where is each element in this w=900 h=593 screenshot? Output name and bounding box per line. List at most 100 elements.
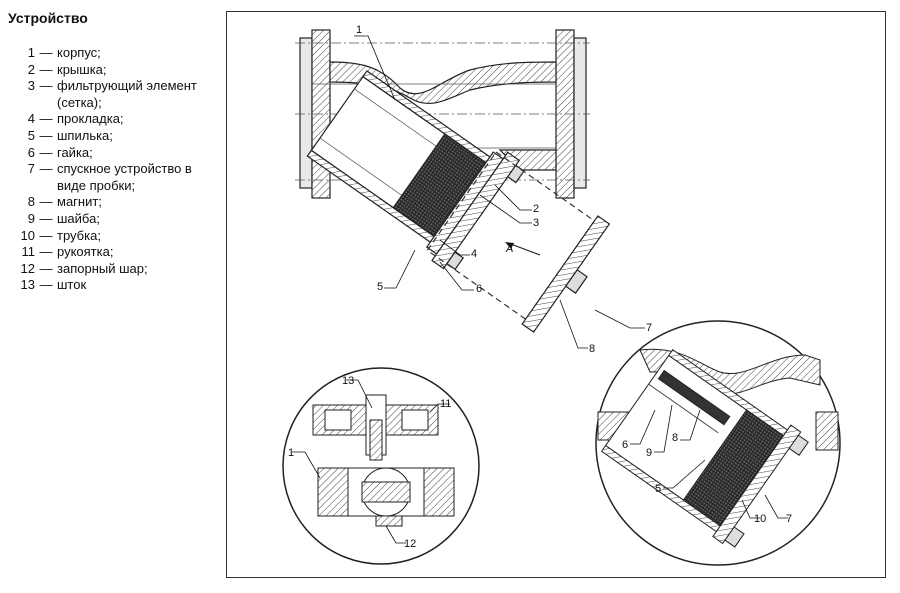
legend-dash: — [39,78,53,94]
detail-callout-6: 6 [622,439,628,451]
legend-dash: — [39,161,53,177]
legend-dash: — [39,111,53,127]
handle-cutout-right [401,409,429,431]
legend-number: 6 [27,144,35,160]
legend-number: 7 [27,161,35,177]
legend-number: 5 [27,127,35,143]
view-arrow-head [505,242,514,249]
legend-number: 3 [27,78,35,94]
valve-body-right [423,467,455,517]
magnet-cover [712,424,802,545]
legend-item: 10—трубка; [8,228,223,245]
legend-number: 1 [27,45,35,60]
drawing-frame [226,11,886,578]
legend-text: магнит; [57,194,102,210]
magnet-leg [600,349,809,548]
callout-8: 8 [589,343,595,355]
legend-text: шток [57,277,87,293]
magnet-flange-right [815,411,839,451]
legend-dash: — [39,45,53,60]
leader-3 [479,194,532,224]
legend-item: 11—рукоятка; [8,244,223,261]
legend-item: 3—фильтрующий элемент (сетка); [8,78,223,111]
legend-text: трубка; [57,227,101,243]
detail-callout-8: 8 [672,432,678,444]
leader-5-detail [663,459,706,489]
legend-item: 4—прокладка; [8,111,223,128]
legend-number: 10 [20,227,35,243]
valve-callout-12: 12 [404,538,416,550]
detail-callout-7: 7 [786,513,792,525]
leader-7 [594,309,645,329]
leader-7-detail [764,494,788,519]
legend-number: 9 [27,210,35,226]
legend-number: 12 [20,260,35,276]
body-top-wall [329,61,557,105]
legend-dash: — [39,144,53,160]
callout-5: 5 [377,281,383,293]
leader-9 [654,404,673,453]
legend-item: 7—спускное устройство в виде пробки; [8,161,223,194]
leader-8-detail [680,409,701,441]
left-flange [299,37,313,189]
legend-dash: — [39,260,53,276]
leader-6 [439,261,474,291]
y-strainer-section [295,29,611,333]
leader-1-valve [292,451,321,479]
valve-callout-1: 1 [288,447,294,459]
magnet-bar [657,369,731,426]
legend-dash: — [39,210,53,226]
magnet-tube [648,383,719,434]
leader-2 [494,184,532,211]
magnet-stud-top [788,434,809,456]
legend-item: 6—гайка; [8,145,223,162]
legend-text: гайка; [57,144,93,160]
leader-5 [384,249,416,289]
valve-callout-13: 13 [342,375,354,387]
legend-number: 4 [27,111,35,127]
legend-dash: — [39,194,53,210]
legend-dash: — [39,127,53,143]
page-title: Устройство [8,10,88,26]
handle-cutout-left [324,409,352,431]
drain-plug [564,269,588,294]
magnet-stud-bottom [724,526,745,548]
valve-bottom-nut [375,515,403,527]
magnet-detail: 6 9 8 5 10 7 [595,320,841,566]
leader-1 [354,35,396,101]
detail-callout-5: 5 [655,483,661,495]
cover-flange [431,151,521,270]
leader-12 [385,525,406,544]
legend-item: 2—крышка; [8,62,223,79]
leader-8 [559,299,588,349]
strainer-leg [306,70,525,271]
callout-3: 3 [533,217,539,229]
legend-text: шайба; [57,210,100,226]
valve-body-left [317,467,349,517]
leader-11 [429,403,450,413]
legend-dash: — [39,277,53,293]
legend-dash: — [39,244,53,260]
legend-item: 1 — корпус; [8,45,223,62]
legend-text: рукоятка; [57,244,114,260]
main-callouts [354,35,645,349]
legend-text: фильтрующий элемент (сетка); [57,78,197,110]
legend-number: 8 [27,194,35,210]
legend-item: 12—запорный шар; [8,261,223,278]
leader-6-detail [630,409,656,445]
legend-item: 9—шайба; [8,211,223,228]
callout-4: 4 [471,248,477,260]
legend-text: запорный шар; [57,260,148,276]
legend-number: 11 [21,244,36,260]
legend-item: 8—магнит; [8,194,223,211]
legend-dash: — [39,61,53,77]
stud-nut-top [506,164,525,184]
legend-text: шпилька; [57,127,113,143]
view-label: А [505,243,513,255]
legend-text: корпус; [57,45,101,60]
callout-6: 6 [476,283,482,295]
leader-10 [741,499,760,519]
legend-dash: — [39,227,53,243]
detail-callout-9: 9 [646,447,652,459]
